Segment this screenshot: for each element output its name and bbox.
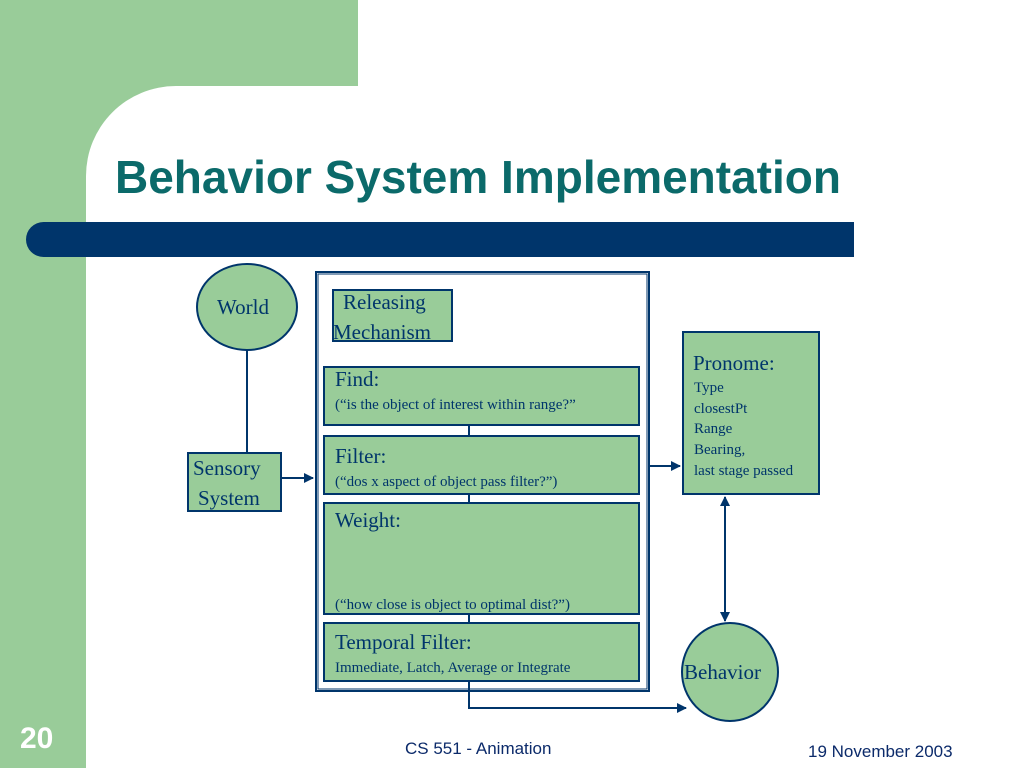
pronome-item-bearing: Bearing, bbox=[694, 442, 746, 458]
footer-date: 19 November 2003 bbox=[808, 742, 953, 761]
weight-title: Weight: bbox=[335, 508, 401, 532]
pronome-box bbox=[682, 331, 820, 495]
releasing-label-line1: Releasing bbox=[343, 290, 426, 314]
filter-description: (“dos x aspect of object pass filter?”) bbox=[335, 474, 558, 490]
pronome-item-last-stage: last stage passed bbox=[694, 463, 794, 479]
weight-stage-box bbox=[323, 502, 640, 615]
behavior-node bbox=[681, 622, 779, 722]
temporal-filter-title: Temporal Filter: bbox=[335, 630, 472, 654]
world-node bbox=[196, 263, 298, 351]
releasing-mechanism-box bbox=[332, 289, 453, 342]
pronome-item-type: Type bbox=[694, 380, 724, 396]
find-description: (“is the object of interest within range… bbox=[335, 397, 576, 413]
slide-left-strip bbox=[0, 0, 86, 768]
temporal-filter-description: Immediate, Latch, Average or Integrate bbox=[335, 660, 571, 676]
filter-stage-box bbox=[323, 435, 640, 495]
releasing-label-line2: Mechanism bbox=[333, 320, 431, 344]
find-stage-box bbox=[323, 366, 640, 426]
slide-number: 20 bbox=[20, 722, 54, 755]
pronome-item-closestpt: closestPt bbox=[694, 401, 748, 417]
title-underline-bar bbox=[26, 222, 854, 257]
slide-title: Behavior System Implementation bbox=[115, 151, 841, 203]
filter-title: Filter: bbox=[335, 444, 387, 468]
world-label: World bbox=[217, 295, 269, 319]
weight-description: (“how close is object to optimal dist?”) bbox=[335, 597, 570, 613]
temporal-to-behavior-arrow bbox=[468, 681, 687, 713]
footer-course: CS 551 - Animation bbox=[405, 739, 552, 758]
pronome-title: Pronome: bbox=[693, 351, 775, 375]
behavior-label: Behavior bbox=[684, 660, 761, 684]
releasing-container-inner bbox=[317, 273, 648, 690]
temporal-filter-stage-box bbox=[323, 622, 640, 682]
sensory-label-line1: Sensory bbox=[193, 456, 261, 480]
find-title: Find: bbox=[335, 367, 380, 391]
sensory-label-line2: System bbox=[198, 486, 260, 510]
pronome-item-range: Range bbox=[694, 421, 733, 437]
sensory-system-box bbox=[187, 452, 282, 512]
